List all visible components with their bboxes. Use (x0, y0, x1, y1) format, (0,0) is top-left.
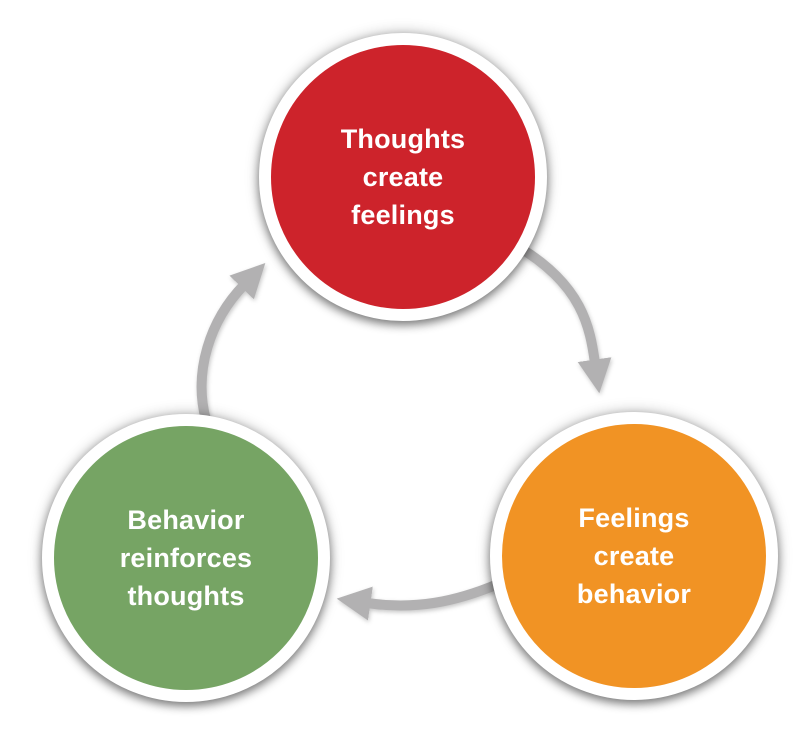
node-label-line: create (593, 541, 675, 571)
arrow-behavior-to-thoughts (196, 263, 266, 422)
node-label-line: behavior (576, 579, 692, 609)
node-behavior-label: Behavior reinforces thoughts (120, 501, 253, 615)
node-label-line: Thoughts (340, 124, 466, 154)
node-label-line: create (362, 162, 444, 192)
node-feelings-label: Feelings create behavior (577, 499, 691, 613)
node-label-line: Feelings (578, 503, 690, 533)
node-label-line: reinforces (119, 543, 253, 573)
node-label-line: feelings (351, 200, 455, 230)
node-label-line: Behavior (127, 505, 245, 535)
node-thoughts-label: Thoughts create feelings (341, 120, 466, 234)
node-feelings-create-behavior: Feelings create behavior (490, 412, 778, 700)
arrow-feelings-to-behavior (336, 579, 500, 621)
node-behavior-reinforces-thoughts: Behavior reinforces thoughts (42, 414, 330, 702)
node-label-line: thoughts (127, 581, 245, 611)
arrow-thoughts-to-feelings (514, 241, 612, 394)
node-thoughts-create-feelings: Thoughts create feelings (259, 33, 547, 321)
